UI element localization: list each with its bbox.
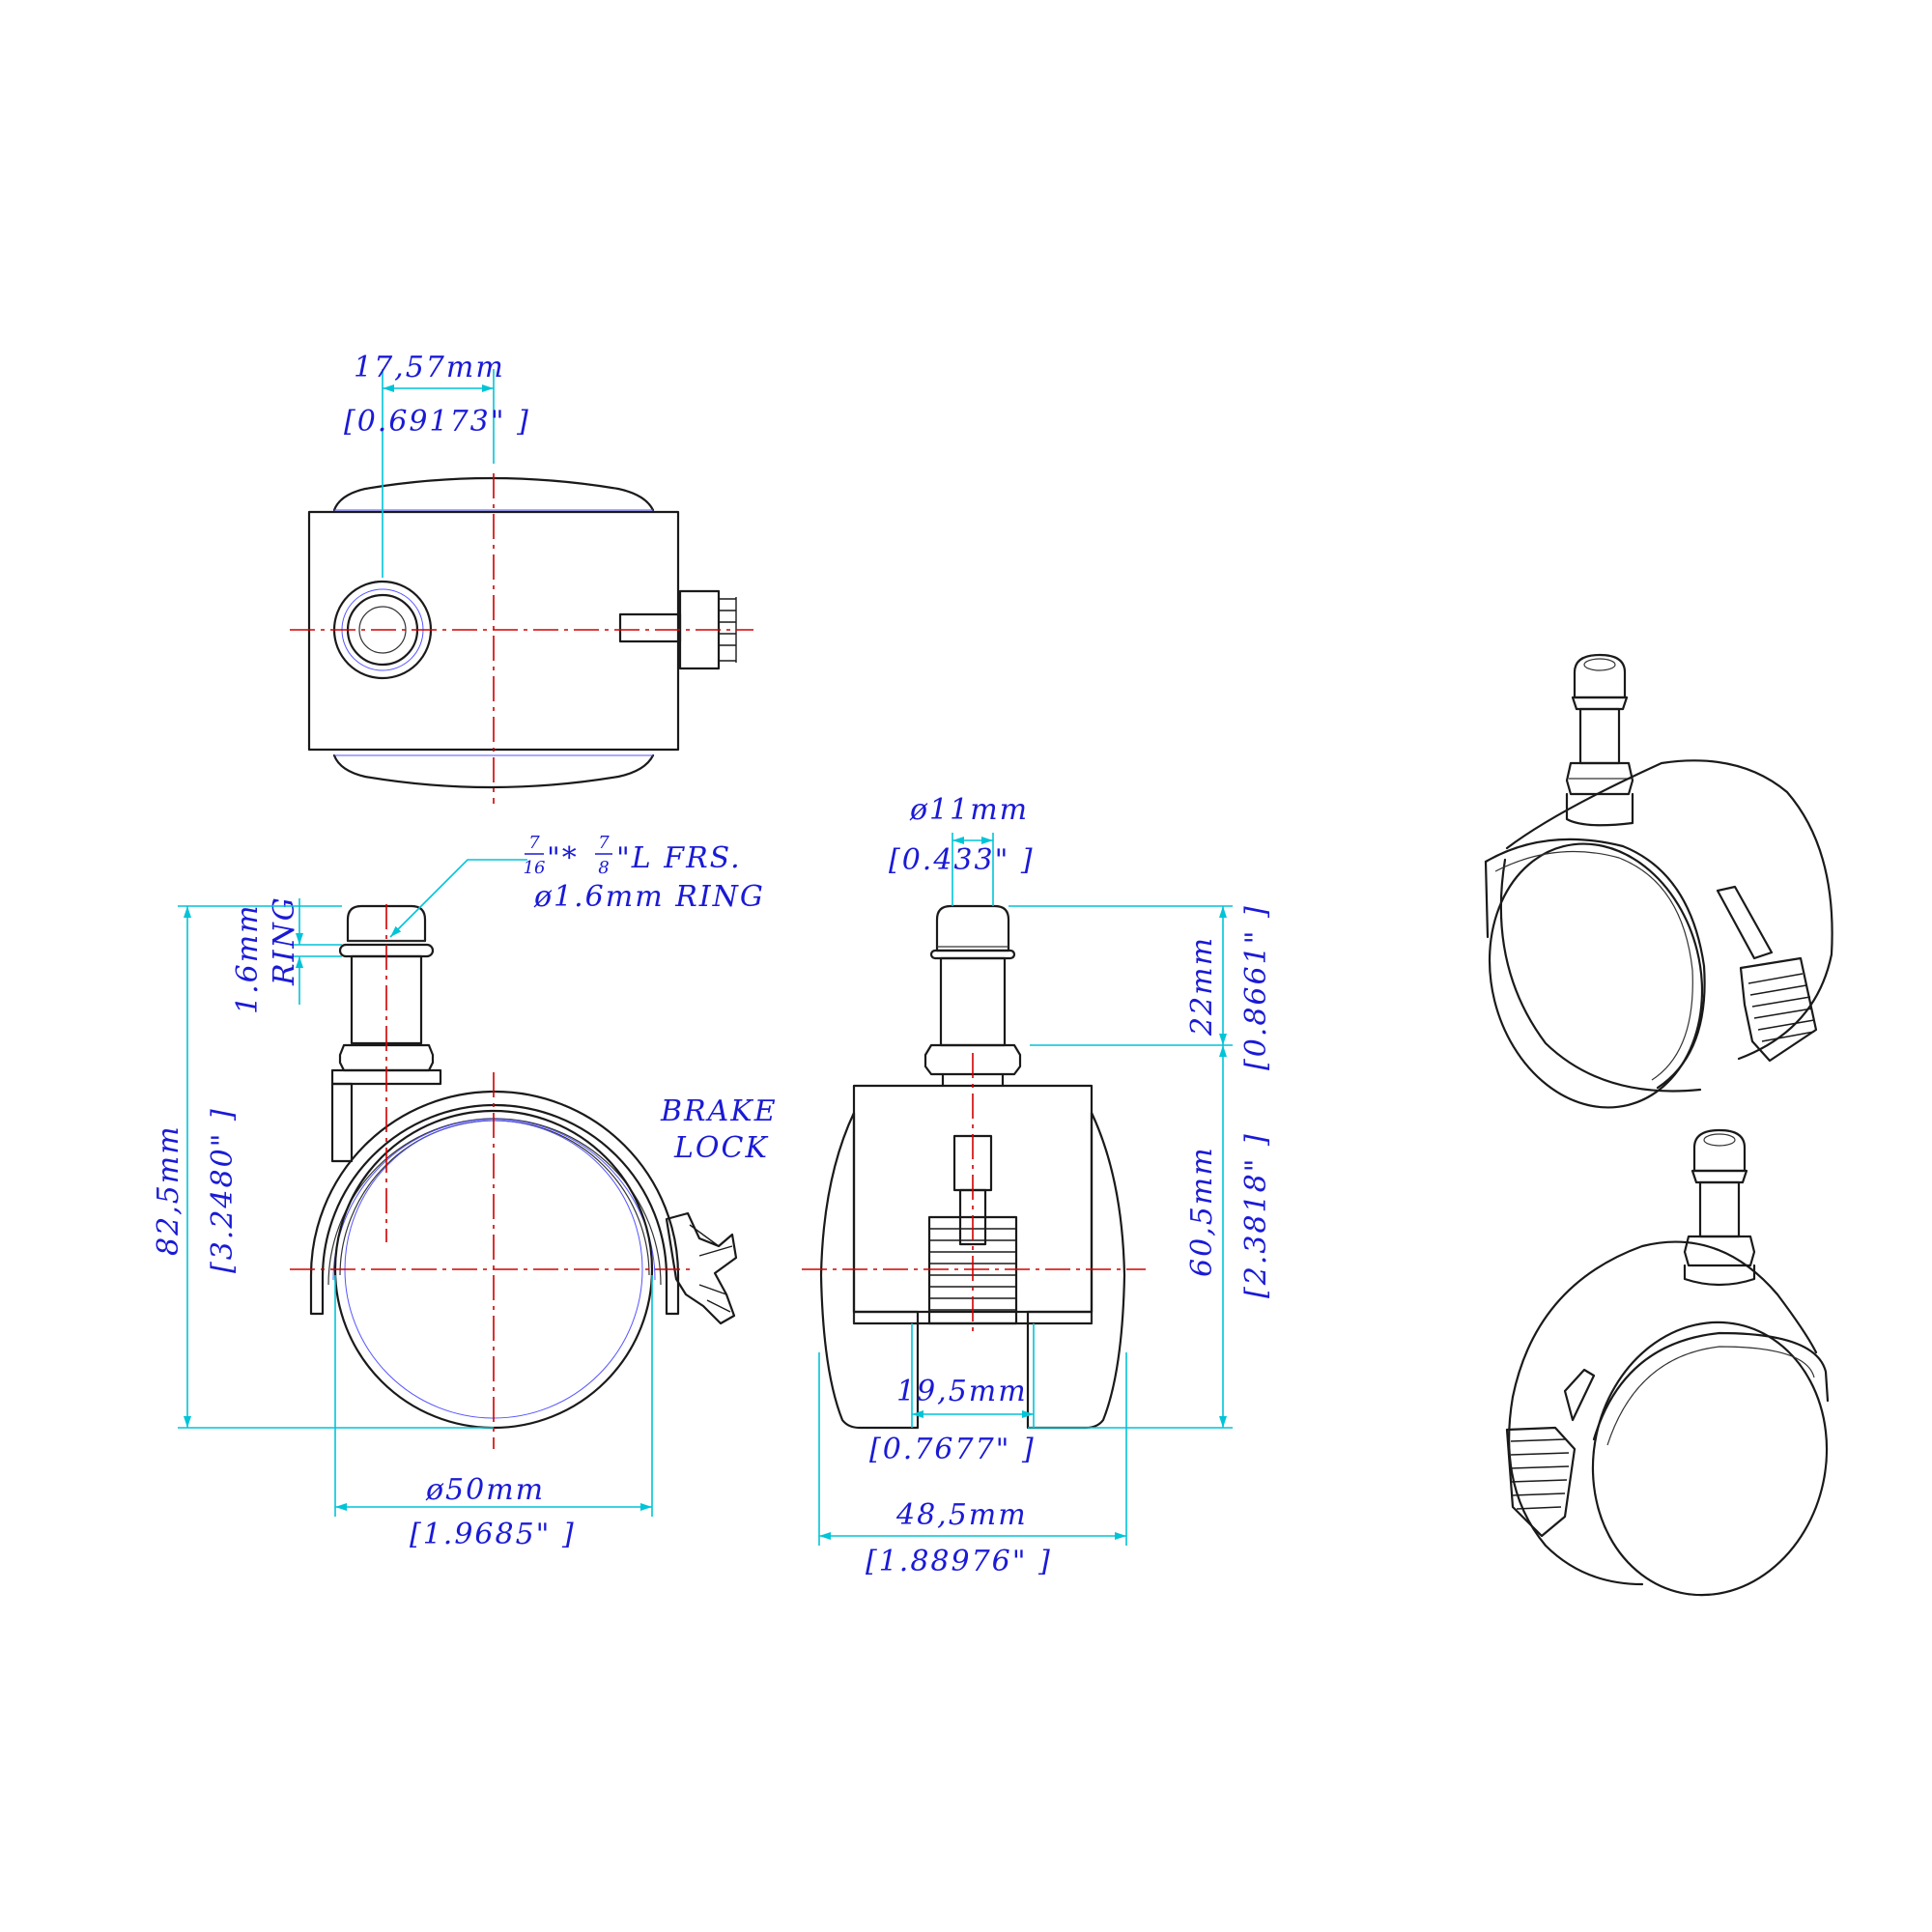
iso-view-upper [1484, 653, 1833, 1109]
iso-view-lower [1505, 1128, 1830, 1597]
offset-dim-mm: 17,57mm [354, 351, 505, 384]
stem-spec-frac-a-num: 7 [528, 833, 540, 853]
stem-spec-frac-b-num: 7 [598, 833, 610, 853]
body-height-mm: 60,5mm [1185, 1146, 1219, 1277]
inner-gap-mm: 19,5mm [896, 1375, 1028, 1408]
wheel-dia-mm: ø50mm [425, 1473, 545, 1507]
brake-label-line2: LOCK [673, 1131, 769, 1165]
stem-spec-mid: "* [547, 841, 579, 875]
overall-height-mm: 82,5mm [152, 1124, 185, 1256]
overall-height-in: [3.2480" ] [206, 1107, 240, 1273]
side-view: 7 16 "* 7 8 "L FRS. ø1.6mm RING 1.6mm RI… [152, 833, 778, 1551]
stem-len-mm: 22mm [1185, 936, 1219, 1037]
front-view: ø11mm [0.433" ] 22mm [0.8661" ] 60,5mm [… [802, 793, 1273, 1578]
brake-label-line1: BRAKE [660, 1094, 778, 1128]
stem-dia-in: [0.433" ] [889, 843, 1035, 877]
top-view: 17,57mm [0.69173" ] [290, 351, 753, 804]
stem-spec-tail: "L FRS. [616, 841, 742, 875]
overall-width-mm: 48,5mm [895, 1498, 1028, 1532]
stem-dia-mm: ø11mm [909, 793, 1029, 827]
inner-gap-in: [0.7677" ] [869, 1433, 1036, 1466]
wheel-dia-in: [1.9685" ] [410, 1518, 576, 1551]
ring-spec: ø1.6mm RING [533, 880, 765, 914]
body-height-in: [2.3818" ] [1239, 1132, 1273, 1298]
overall-width-in: [1.88976" ] [866, 1545, 1052, 1578]
stem-spec-frac-b-den: 8 [598, 858, 609, 878]
offset-dim-in: [0.69173" ] [344, 405, 530, 439]
stem-spec-frac-a-den: 16 [524, 858, 546, 878]
stem-len-in: [0.8661" ] [1239, 904, 1273, 1070]
ring-label: RING [268, 895, 301, 986]
ring-width-dim: 1.6mm [231, 903, 265, 1014]
